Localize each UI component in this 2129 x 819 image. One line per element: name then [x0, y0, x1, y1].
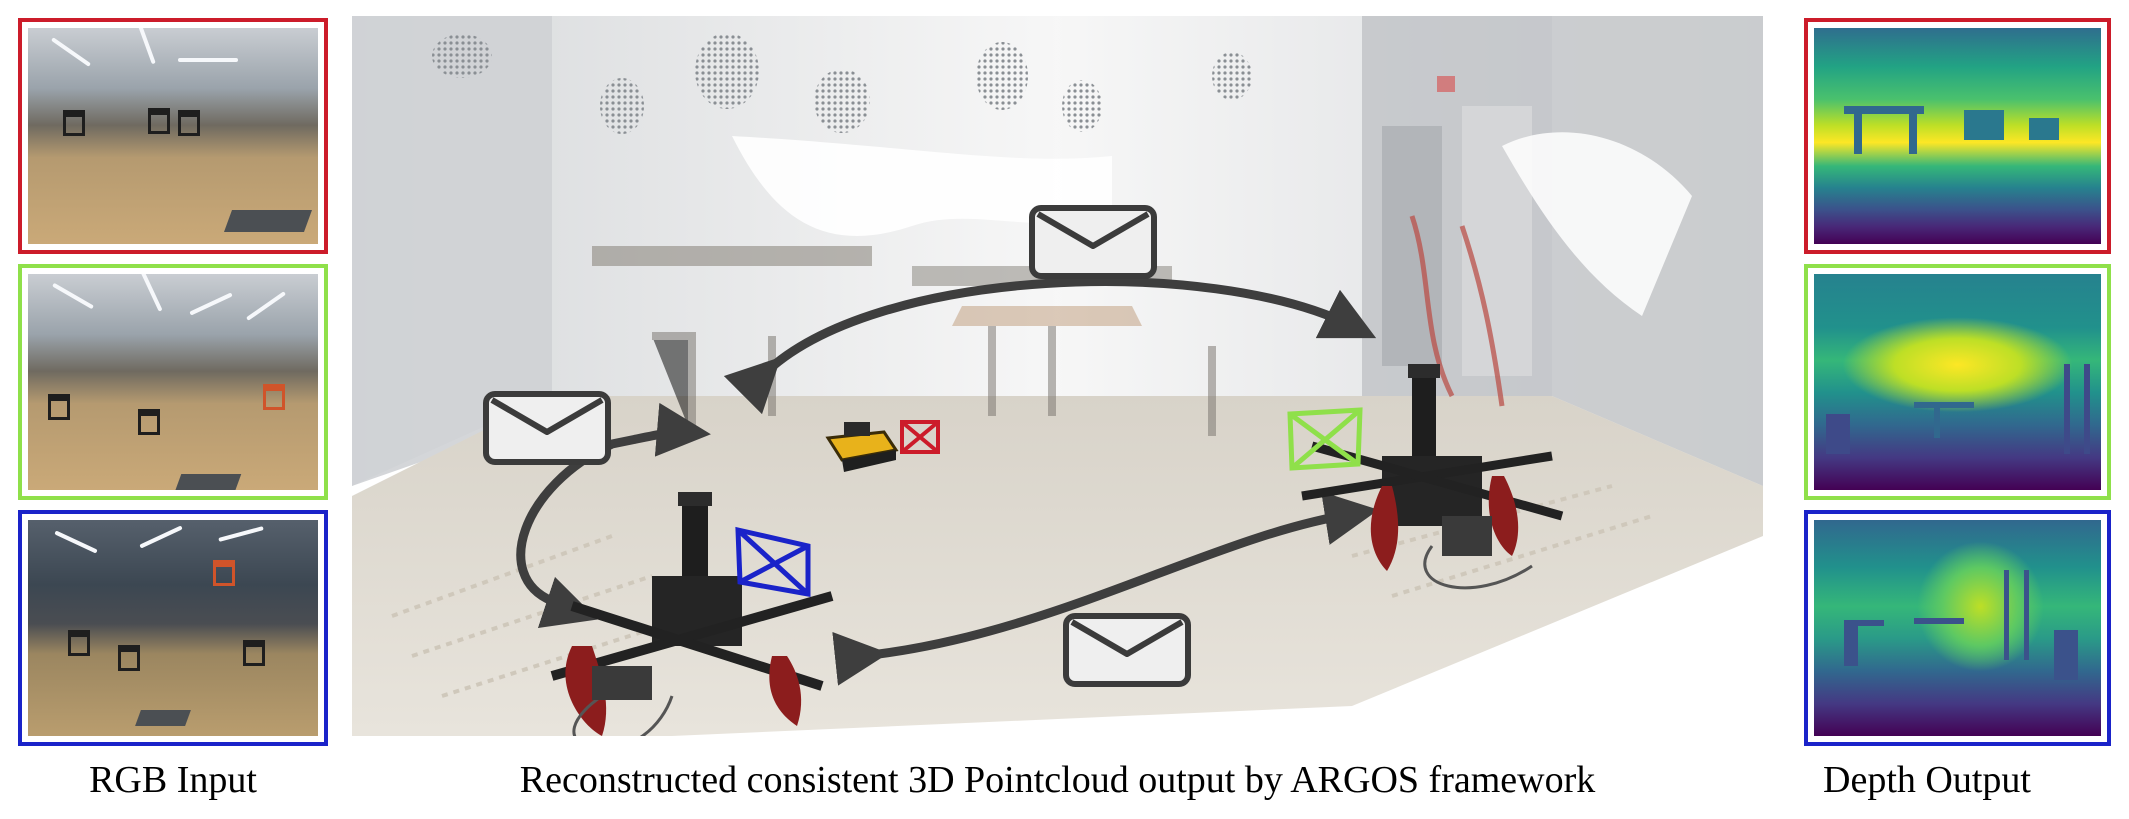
rgb-panel-green	[18, 264, 328, 500]
quadrotor-drone-icon	[1301, 364, 1564, 590]
depth-image-green	[1814, 274, 2101, 490]
comm-arrow-bottom	[832, 491, 1379, 686]
camera-frustum-icon	[900, 420, 940, 454]
envelope-icon	[1029, 205, 1157, 279]
rgb-panel-red	[18, 18, 328, 254]
depth-image-blue	[1814, 520, 2101, 736]
depth-panel-red	[1804, 18, 2111, 254]
envelope-icon	[1063, 613, 1191, 687]
pointcloud-view	[352, 16, 1763, 736]
camera-frustum-icon	[1287, 407, 1363, 471]
rgb-input-caption: RGB Input	[89, 759, 257, 801]
pointcloud-caption: Reconstructed consistent 3D Pointcloud o…	[519, 759, 1596, 801]
depth-image-red	[1814, 28, 2101, 244]
rgb-image-red	[28, 28, 318, 244]
rgb-panel-blue	[18, 510, 328, 746]
rgb-image-green	[28, 274, 318, 490]
comm-arrow-top	[723, 277, 1377, 415]
rgb-image-blue	[28, 520, 318, 736]
depth-panel-green	[1804, 264, 2111, 500]
quadrotor-drone-icon	[550, 492, 834, 736]
envelope-icon	[483, 391, 611, 465]
depth-panel-blue	[1804, 510, 2111, 746]
ground-robot-icon	[825, 422, 899, 472]
depth-output-caption: Depth Output	[1823, 759, 2031, 801]
camera-frustum-icon	[735, 526, 811, 597]
